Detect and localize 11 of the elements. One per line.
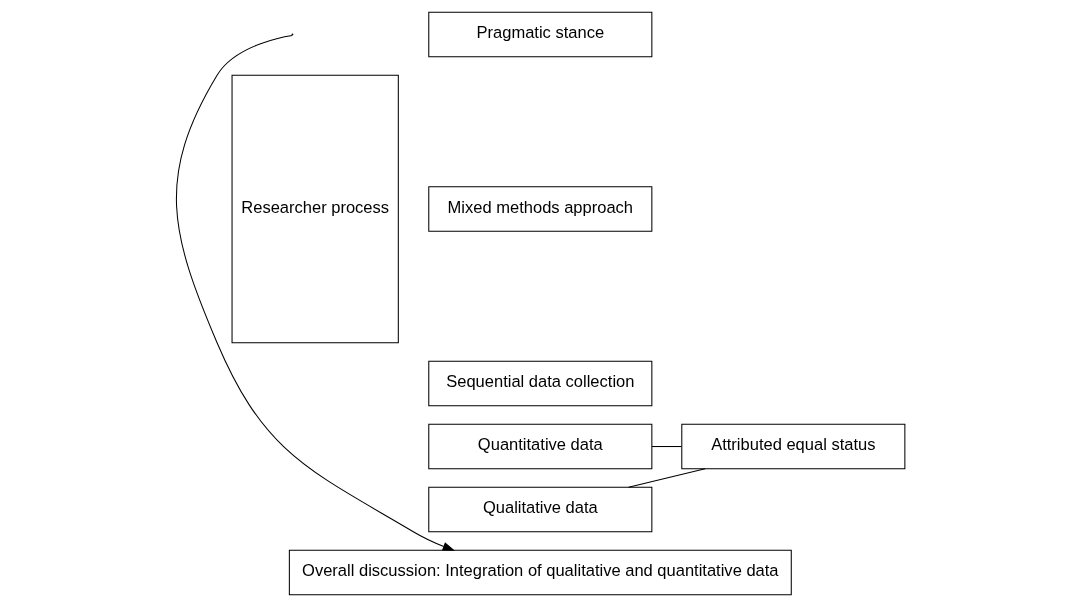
node-box: Mixed methods approach (428, 186, 653, 232)
node-box: Quantitative data (428, 423, 653, 470)
node-box: Sequential data collection (428, 360, 653, 407)
node-box: Pragmatic stance (428, 11, 653, 58)
connector (628, 468, 706, 488)
node-box: Qualitative data (428, 486, 653, 533)
arrow (176, 35, 456, 551)
node-box: Researcher process (231, 74, 399, 344)
node-box: Attributed equal status (681, 423, 906, 470)
connector (651, 446, 683, 448)
node-box: Overall discussion: Integration of qualitative and quantitative data (288, 549, 792, 596)
